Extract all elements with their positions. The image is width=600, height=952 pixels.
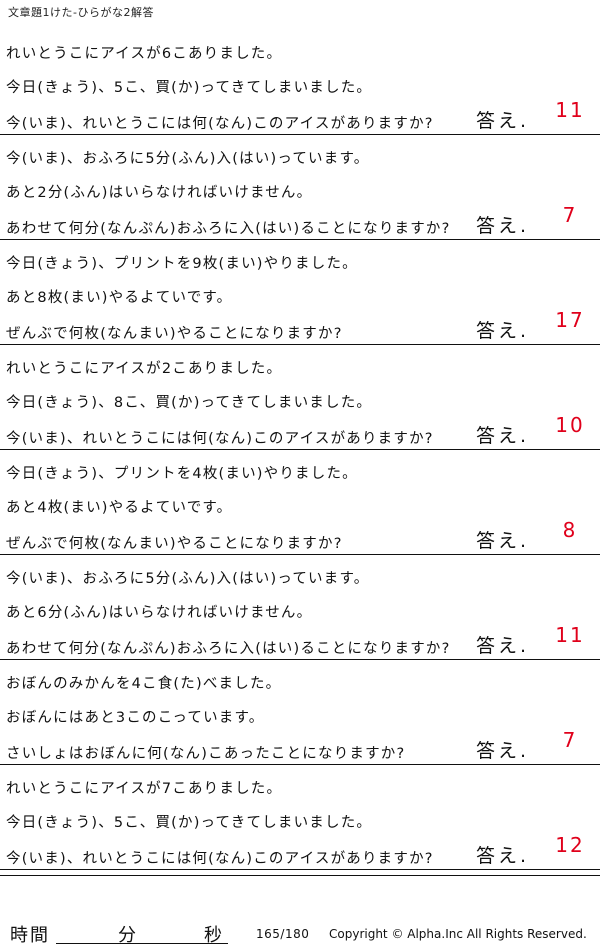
problem-line-2: あと8枚(まい)やるよていです。: [6, 290, 233, 306]
problem-line-1: れいとうこにアイスが2こありました。: [6, 361, 283, 377]
problem-line-2: おぼんにはあと3このこっています。: [6, 710, 265, 726]
answer-value: 7: [562, 203, 578, 227]
seconds-label: 秒: [204, 925, 222, 946]
copyright-notice: Copyright © Alpha.Inc All Rights Reserve…: [329, 927, 587, 941]
problem-question: ぜんぶで何枚(なんまい)やることになりますか?: [6, 536, 343, 552]
problem-line-2: 今日(きょう)、8こ、買(か)ってきてしまいました。: [6, 395, 373, 411]
answer-value: 8: [562, 518, 578, 542]
answer-label: 答え.: [476, 530, 530, 552]
answer-label: 答え.: [476, 740, 530, 762]
problem-question: さいしょはおぼんに何(なん)こあったことになりますか?: [6, 746, 406, 762]
problem-line-1: 今(いま)、おふろに5分(ふん)入(はい)っています。: [6, 151, 370, 167]
problem-line-2: あと4枚(まい)やるよていです。: [6, 500, 233, 516]
answer-value: 11: [555, 98, 585, 122]
footer: 時間 分 秒 165/180 Copyright © Alpha.Inc All…: [0, 925, 600, 949]
problem-line-1: おぼんのみかんを4こ食(た)べました。: [6, 676, 282, 692]
problem-question: 今(いま)、れいとうこには何(なん)このアイスがありますか?: [6, 431, 434, 447]
answer-value: 11: [555, 623, 585, 647]
problem-line-2: 今日(きょう)、5こ、買(か)ってきてしまいました。: [6, 80, 373, 96]
problem-line-1: 今日(きょう)、プリントを4枚(まい)やりました。: [6, 466, 358, 482]
problem-2: 今(いま)、おふろに5分(ふん)入(はい)っています。 あと2分(ふん)はいらな…: [0, 135, 600, 240]
problem-question: ぜんぶで何枚(なんまい)やることになりますか?: [6, 326, 343, 342]
answer-value: 12: [555, 833, 585, 857]
worksheet-title: 文章題1けた-ひらがな2解答: [8, 6, 154, 19]
problem-8: れいとうこにアイスが7こありました。 今日(きょう)、5こ、買(か)ってきてしま…: [0, 765, 600, 870]
problem-list: れいとうこにアイスが6こありました。 今日(きょう)、5こ、買(か)ってきてしま…: [0, 30, 600, 870]
problem-3: 今日(きょう)、プリントを9枚(まい)やりました。 あと8枚(まい)やるよていで…: [0, 240, 600, 345]
answer-label: 答え.: [476, 110, 530, 132]
answer-label: 答え.: [476, 845, 530, 867]
answer-label: 答え.: [476, 425, 530, 447]
problem-question: あわせて何分(なんぷん)おふろに入(はい)ることになりますか?: [6, 641, 451, 657]
problem-line-1: れいとうこにアイスが7こありました。: [6, 781, 283, 797]
problem-4: れいとうこにアイスが2こありました。 今日(きょう)、8こ、買(か)ってきてしま…: [0, 345, 600, 450]
page-number: 165/180: [256, 927, 310, 941]
answer-value: 7: [562, 728, 578, 752]
problem-line-1: れいとうこにアイスが6こありました。: [6, 46, 283, 62]
problem-line-2: 今日(きょう)、5こ、買(か)ってきてしまいました。: [6, 815, 373, 831]
minutes-label: 分: [118, 925, 136, 946]
answer-label: 答え.: [476, 320, 530, 342]
problem-7: おぼんのみかんを4こ食(た)べました。 おぼんにはあと3このこっています。 さい…: [0, 660, 600, 765]
problem-question: 今(いま)、れいとうこには何(なん)このアイスがありますか?: [6, 116, 434, 132]
problem-5: 今日(きょう)、プリントを4枚(まい)やりました。 あと4枚(まい)やるよていで…: [0, 450, 600, 555]
answer-value: 10: [555, 413, 585, 437]
problem-line-1: 今日(きょう)、プリントを9枚(まい)やりました。: [6, 256, 358, 272]
problem-question: 今(いま)、れいとうこには何(なん)このアイスがありますか?: [6, 851, 434, 867]
answer-label: 答え.: [476, 215, 530, 237]
problem-6: 今(いま)、おふろに5分(ふん)入(はい)っています。 あと6分(ふん)はいらな…: [0, 555, 600, 660]
footer-divider: [0, 875, 600, 876]
answer-value: 17: [555, 308, 585, 332]
problem-line-2: あと6分(ふん)はいらなければいけません。: [6, 605, 313, 621]
time-entry-line: [56, 943, 228, 944]
time-label: 時間: [10, 925, 50, 946]
problem-line-1: 今(いま)、おふろに5分(ふん)入(はい)っています。: [6, 571, 370, 587]
answer-label: 答え.: [476, 635, 530, 657]
problem-question: あわせて何分(なんぷん)おふろに入(はい)ることになりますか?: [6, 221, 451, 237]
problem-line-2: あと2分(ふん)はいらなければいけません。: [6, 185, 313, 201]
problem-1: れいとうこにアイスが6こありました。 今日(きょう)、5こ、買(か)ってきてしま…: [0, 30, 600, 135]
